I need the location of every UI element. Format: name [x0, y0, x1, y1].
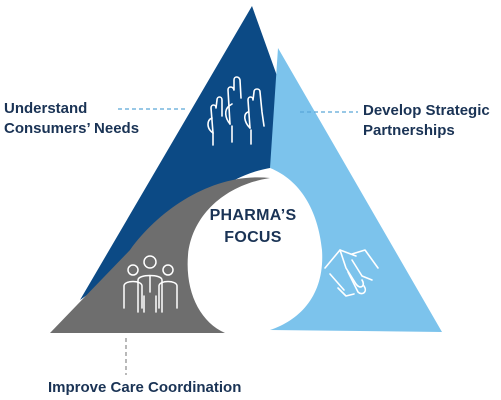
center-label-line1: PHARMA’S: [209, 207, 297, 224]
label-understand-line2: Consumers’ Needs: [4, 120, 140, 137]
label-partnerships-line2: Partnerships: [363, 122, 455, 139]
label-improve-care-line1: Improve Care Coordination: [48, 379, 242, 396]
center-label-line2: FOCUS: [224, 229, 282, 246]
label-partnerships-line1: Develop Strategic: [363, 102, 490, 119]
center-label: PHARMA’S FOCUS: [188, 205, 318, 249]
people-group-icon: [123, 255, 178, 313]
label-understand-line1: Understand: [4, 100, 88, 117]
segment-understand-needs: [80, 6, 310, 300]
raised-hands-icon: [207, 76, 265, 146]
handshake-icon: [324, 249, 379, 297]
segment-develop-partnerships: [270, 48, 442, 332]
label-improve-care: Improve Care Coordination: [48, 378, 241, 398]
label-develop-partnerships: Develop Strategic Partnerships: [363, 101, 490, 141]
segment-improve-care: [50, 177, 270, 333]
label-understand-needs: Understand Consumers’ Needs: [4, 99, 139, 139]
